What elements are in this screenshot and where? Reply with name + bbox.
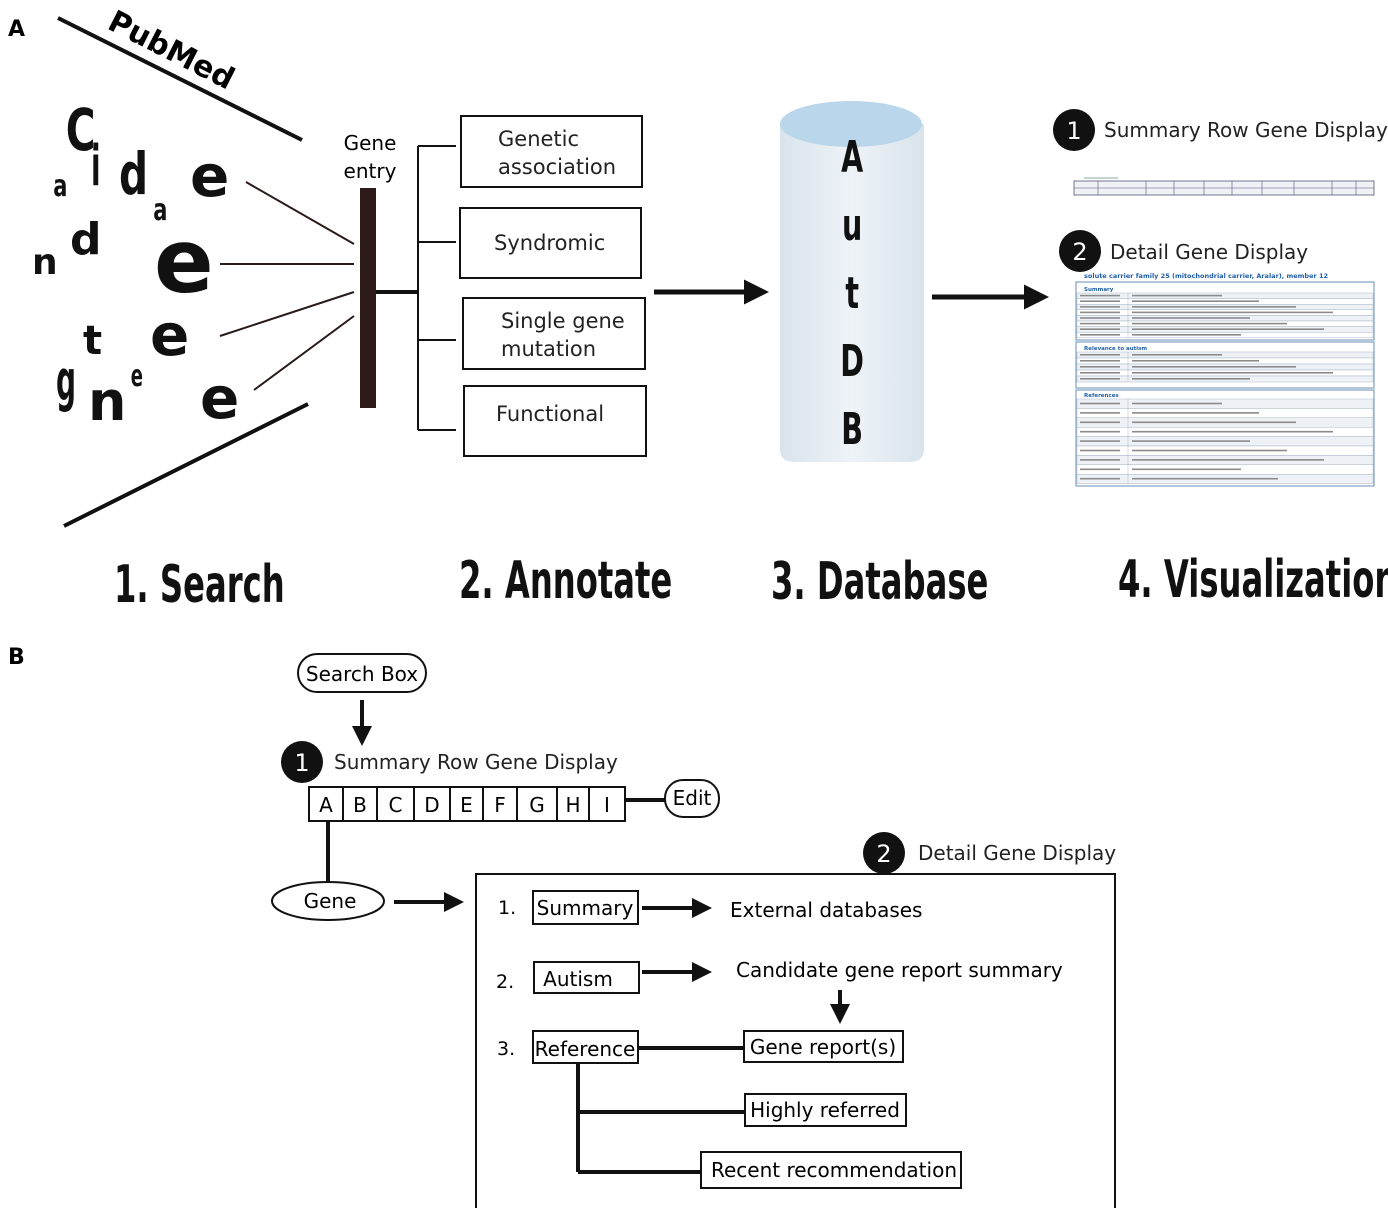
summary-number-badge-b <box>281 741 323 783</box>
category-box-functional <box>463 385 647 457</box>
column-d: D <box>424 793 439 817</box>
letter: e <box>154 210 214 313</box>
column-h: H <box>565 793 580 817</box>
category-single-gene-line2: mutation <box>501 337 596 361</box>
item-3-number: 3. <box>497 1038 515 1060</box>
gene-entry-line2: entry <box>344 159 397 183</box>
category-bracket <box>376 145 456 431</box>
letter: n <box>88 370 126 433</box>
letter-connector-lines <box>219 181 355 391</box>
category-syndromic: Syndromic <box>494 231 605 255</box>
highly-referred-node <box>744 1093 907 1127</box>
letter: d <box>70 214 102 265</box>
letter: d <box>119 141 148 208</box>
autism-node-label: Autism <box>543 967 613 991</box>
gene-report-node <box>743 1030 904 1063</box>
autdb-cylinder <box>780 101 924 462</box>
column-b: B <box>353 793 367 817</box>
summary-number-a: 1 <box>1066 117 1081 145</box>
column-a: A <box>319 793 333 817</box>
gene-report-label: Gene report(s) <box>750 1035 896 1059</box>
db-letter-b: B <box>841 404 863 455</box>
gene-entry-bar <box>360 188 376 408</box>
letter: e <box>190 142 229 210</box>
step-annotate: 2. Annotate <box>459 551 672 611</box>
detail-title-a: Detail Gene Display <box>1110 240 1308 264</box>
edit-node <box>664 779 720 818</box>
step-search: 1. Search <box>114 555 285 615</box>
column-e: E <box>460 793 473 817</box>
column-c: C <box>389 793 403 817</box>
summary-node-label: Summary <box>537 896 634 920</box>
summary-number-b: 1 <box>294 749 309 777</box>
detail-display-thumbnail: solute carrier family 25 (mitochondrial … <box>1075 272 1375 487</box>
detail-number-a: 2 <box>1072 238 1087 266</box>
summary-node <box>532 890 639 925</box>
step-database: 3. Database <box>771 552 988 612</box>
scattered-letters: a C i d a e n d e t e g e n e <box>32 97 239 433</box>
summary-row-thumbnail <box>1073 177 1375 196</box>
letter: n <box>32 242 58 283</box>
detail-number-badge-a <box>1059 230 1101 272</box>
summary-row-columns <box>308 786 626 822</box>
column-g: G <box>529 793 545 817</box>
detail-number-badge-b <box>863 832 905 874</box>
letter: C <box>66 97 96 164</box>
category-box-single-gene <box>462 297 646 370</box>
column-i: I <box>604 793 610 817</box>
highly-referred-label: Highly referred <box>750 1098 900 1122</box>
autism-node <box>533 961 640 994</box>
letter: i <box>91 134 101 199</box>
external-databases-label: External databases <box>730 898 922 922</box>
detail-title-b: Detail Gene Display <box>918 841 1116 865</box>
db-letter-a: A <box>841 132 863 183</box>
column-f: F <box>494 793 506 817</box>
detail-relevance-header: Relevance to autism <box>1084 346 1147 352</box>
category-functional: Functional <box>496 402 604 426</box>
summary-number-badge-a <box>1053 109 1095 151</box>
candidate-summary-label: Candidate gene report summary <box>736 958 1063 982</box>
category-box-syndromic <box>459 207 642 279</box>
item-2-number: 2. <box>496 971 514 993</box>
db-letter-t: t <box>845 268 859 319</box>
letter: e <box>200 364 239 432</box>
recent-recommendation-node <box>700 1151 962 1189</box>
detail-references-header: References <box>1084 393 1119 399</box>
detail-gene-name: solute carrier family 25 (mitochondrial … <box>1084 272 1328 280</box>
category-boxes <box>459 115 647 457</box>
gene-node <box>271 881 385 921</box>
letter: g <box>56 349 76 414</box>
funnel-top-line <box>57 16 303 142</box>
summary-title-b: Summary Row Gene Display <box>334 750 618 774</box>
summary-title-a: Summary Row Gene Display <box>1104 118 1388 142</box>
letter: a <box>153 193 167 228</box>
edit-label: Edit <box>673 786 712 810</box>
detail-container <box>475 873 1116 1208</box>
reference-node-label: Reference <box>535 1037 636 1061</box>
db-letter-u: u <box>842 200 862 251</box>
panel-a-label: A <box>8 17 25 42</box>
letter: a <box>53 169 67 204</box>
detail-summary-header: Summary <box>1084 287 1114 293</box>
item-1-number: 1. <box>498 897 516 919</box>
gene-entry-line1: Gene <box>344 131 397 155</box>
letter: e <box>131 358 143 393</box>
recent-recommendation-label: Recent recommendation <box>711 1158 957 1182</box>
category-box-genetic <box>460 115 643 188</box>
panel-b-label: B <box>8 645 25 670</box>
letter: t <box>83 318 102 364</box>
detail-number-b: 2 <box>876 840 891 868</box>
category-genetic-line2: association <box>498 155 616 179</box>
category-single-gene-line1: Single gene <box>501 309 625 333</box>
step-visualization: 4. Visualization <box>1118 550 1388 610</box>
letter: e <box>150 301 189 369</box>
search-box-label: Search Box <box>306 662 418 686</box>
db-letter-d: D <box>840 336 864 387</box>
funnel-bottom-line <box>63 402 309 528</box>
category-genetic-line1: Genetic <box>498 127 579 151</box>
search-box-node <box>297 653 427 693</box>
gene-label: Gene <box>304 889 357 913</box>
